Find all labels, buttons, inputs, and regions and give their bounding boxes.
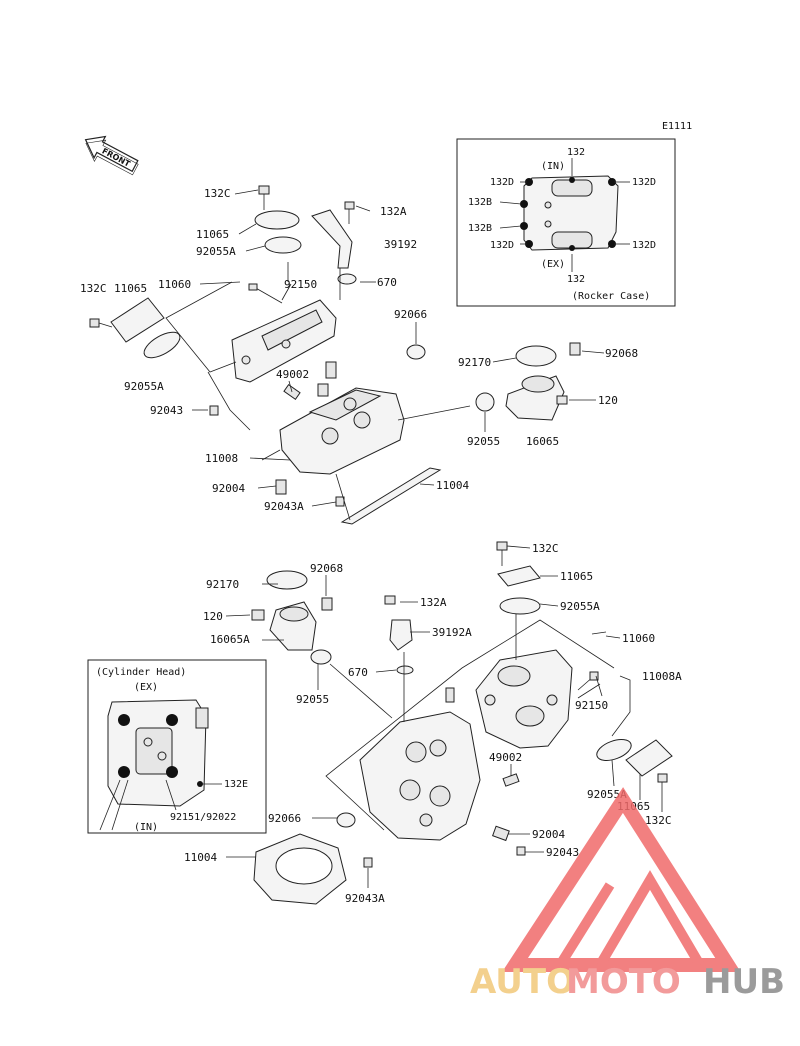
diagram-code: E1111 (662, 121, 692, 132)
lower-120: 120 (203, 610, 223, 623)
rocker-caption: (Rocker Case) (572, 291, 650, 302)
watermark-hub: HUB (703, 962, 785, 1002)
watermark-triangle-icon (502, 787, 741, 972)
lower-92043a: 92043A (345, 892, 385, 905)
lower-92055a-top: 92055A (560, 600, 600, 613)
upper-132c-a: 132C (204, 187, 231, 200)
lower-92066: 92066 (268, 812, 301, 825)
rocker-132d-bl: 132D (490, 240, 514, 251)
head-inset-caption: (Cylinder Head) (96, 667, 186, 678)
rocker-top-code: 132 (567, 147, 585, 158)
upper-92043a: 92043A (264, 500, 304, 513)
lower-cylinder-head-assembly: 132C 11065 92055A 11060 11008A 92150 132… (184, 541, 682, 905)
upper-92004: 92004 (212, 482, 245, 495)
rocker-132d-br: 132D (632, 240, 656, 251)
lower-49002: 49002 (489, 751, 522, 764)
head-inset-92151: 92151/92022 (170, 812, 236, 823)
upper-92068: 92068 (605, 347, 638, 360)
upper-39192: 39192 (384, 238, 417, 251)
upper-11060: 11060 (158, 278, 191, 291)
upper-92043: 92043 (150, 404, 183, 417)
upper-49002: 49002 (276, 368, 309, 381)
lower-92150: 92150 (575, 699, 608, 712)
upper-92055a-b: 92055A (124, 380, 164, 393)
upper-11004: 11004 (436, 479, 469, 492)
upper-cylinder-head-assembly: 132C 11065 92055A 11060 132C 11065 92055… (80, 185, 638, 525)
lower-92055: 92055 (296, 693, 329, 706)
upper-92055: 92055 (467, 435, 500, 448)
rocker-in-label: (IN) (541, 161, 565, 172)
lower-92043: 92043 (546, 846, 579, 859)
watermark-logo: AUTO MOTO HUB (470, 787, 785, 1002)
rocker-132d-tl: 132D (490, 177, 514, 188)
upper-120: 120 (598, 394, 618, 407)
rocker-132b-2: 132B (468, 223, 492, 234)
rocker-132d-tr: 132D (632, 177, 656, 188)
lower-92170: 92170 (206, 578, 239, 591)
rocker-ex-label: (EX) (541, 259, 565, 270)
lower-92068: 92068 (310, 562, 343, 575)
upper-11008: 11008 (205, 452, 238, 465)
lower-11004: 11004 (184, 851, 217, 864)
watermark-auto: AUTO (470, 962, 575, 1002)
lower-132c-r: 132C (645, 814, 672, 827)
head-inset-132e: 132E (224, 779, 248, 790)
upper-670: 670 (377, 276, 397, 289)
rocker-132b-1: 132B (468, 197, 492, 208)
rocker-bottom-code: 132 (567, 274, 585, 285)
upper-16065: 16065 (526, 435, 559, 448)
upper-11065-b: 11065 (114, 282, 147, 295)
upper-92150: 92150 (284, 278, 317, 291)
lower-11008a: 11008A (642, 670, 682, 683)
lower-132c-top: 132C (532, 542, 559, 555)
lower-670: 670 (348, 666, 368, 679)
upper-92170: 92170 (458, 356, 491, 369)
lower-11060: 11060 (622, 632, 655, 645)
watermark-moto: MOTO (566, 962, 681, 1002)
lower-16065a: 16065A (210, 633, 250, 646)
head-inset-in: (IN) (134, 822, 158, 833)
lower-11065-top: 11065 (560, 570, 593, 583)
upper-132a: 132A (380, 205, 407, 218)
rocker-case-inset: 132 (IN) 132D 132D 132B 132B 132D 132D (… (456, 138, 676, 307)
cylinder-head-inset: (Cylinder Head) (EX) (IN) 132E 92151/920… (87, 659, 267, 834)
front-arrow-icon: FRONT (84, 135, 139, 176)
lower-92004: 92004 (532, 828, 565, 841)
lower-132a: 132A (420, 596, 447, 609)
upper-92055a-a: 92055A (196, 245, 236, 258)
head-inset-ex: (EX) (134, 682, 158, 693)
lower-39192a: 39192A (432, 626, 472, 639)
upper-11065-a: 11065 (196, 228, 229, 241)
upper-132c-b: 132C (80, 282, 107, 295)
upper-92066: 92066 (394, 308, 427, 321)
